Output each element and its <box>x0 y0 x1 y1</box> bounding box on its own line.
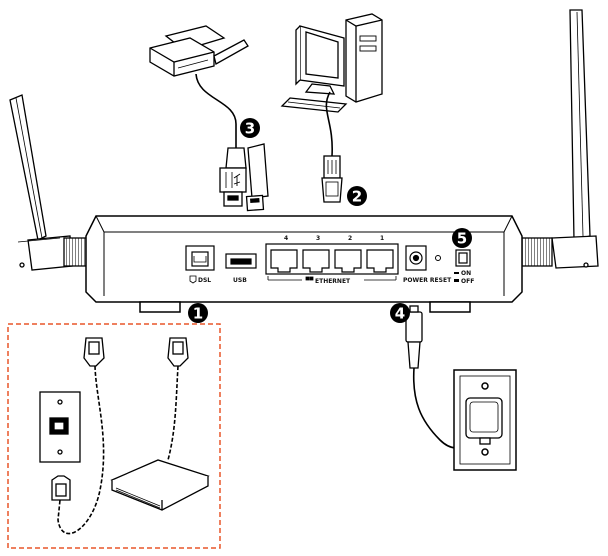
power-reset-label: POWER RESET <box>403 277 452 284</box>
eth-number-2: 2 <box>348 235 352 242</box>
power-switch <box>456 250 470 266</box>
phone-plug-top-right <box>168 338 188 366</box>
power-jack <box>406 246 426 270</box>
splitter-device <box>112 460 208 510</box>
power-adapter <box>466 398 502 444</box>
off-marker <box>454 279 459 282</box>
rj45-plug <box>322 156 342 202</box>
callout-1: 1 <box>188 303 208 323</box>
usb-plug <box>220 148 246 206</box>
eth-number-4: 4 <box>284 235 288 242</box>
wall-phone-jack <box>40 392 80 462</box>
callout-4: 4 <box>390 303 410 323</box>
svg-text:4: 4 <box>395 305 405 323</box>
ethernet-ports <box>266 244 398 274</box>
phone-cable-splitter <box>168 366 178 460</box>
svg-text:5: 5 <box>457 230 467 248</box>
printer-icon <box>150 26 248 76</box>
usb-flash-drive <box>247 144 268 211</box>
callout-3: 3 <box>240 118 260 138</box>
phone-plug-bottom <box>52 476 70 500</box>
on-label: ON <box>461 270 471 277</box>
reset-hole <box>436 256 441 261</box>
callout-5: 5 <box>452 228 472 248</box>
usb-port <box>226 254 256 268</box>
on-marker <box>454 272 459 274</box>
dsl-port <box>186 246 214 270</box>
eth-number-1: 1 <box>380 235 384 242</box>
computer-icon <box>282 14 382 112</box>
off-label: OFF <box>461 278 474 285</box>
callout-2: 2 <box>347 186 367 206</box>
right-antenna <box>522 10 598 268</box>
ethernet-label: ETHERNET <box>315 278 351 285</box>
svg-text:2: 2 <box>352 188 362 206</box>
left-antenna <box>10 95 86 270</box>
svg-text:3: 3 <box>245 120 255 138</box>
printer-cable <box>196 74 236 148</box>
dsl-label: DSL <box>198 277 211 284</box>
phone-plug-top-left <box>84 338 104 366</box>
usb-label: USB <box>233 277 247 284</box>
eth-number-3: 3 <box>316 235 320 242</box>
svg-text:1: 1 <box>193 305 203 323</box>
